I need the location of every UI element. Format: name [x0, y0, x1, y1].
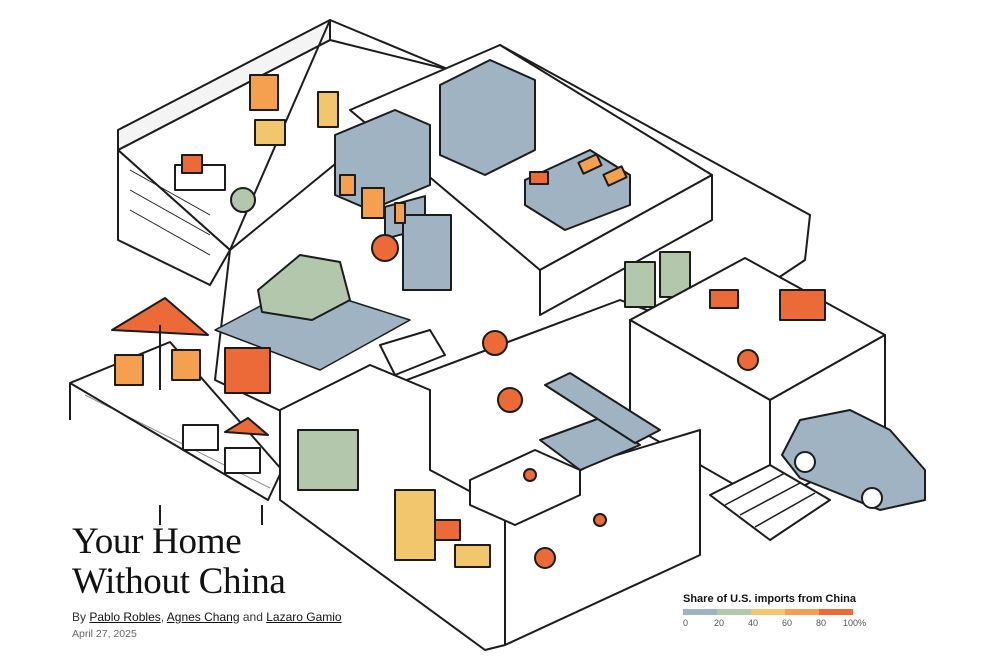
kitchen-island: [469, 449, 581, 526]
plant: [371, 234, 399, 262]
legend-swatch-20-40: [717, 609, 751, 615]
shelf-unit: [402, 214, 452, 291]
byline: By Pablo Robles, Agnes Chang and Lazaro …: [72, 610, 342, 624]
color-legend: Share of U.S. imports from China 0 20 40…: [683, 593, 867, 632]
sofa: [257, 254, 351, 321]
patio-chair-left: [114, 354, 144, 386]
microwave: [434, 519, 461, 541]
bedroom-wall: [539, 174, 713, 316]
byline-separator: ,: [160, 610, 165, 624]
stroller-wheel: [737, 349, 759, 371]
wardrobe-left: [334, 109, 431, 211]
hallway-rug: [544, 372, 661, 444]
legend-swatch-80-100: [819, 609, 853, 615]
byline-and: and: [242, 610, 263, 624]
legend-swatch-40-60: [751, 609, 785, 615]
patio-chair-right: [171, 349, 201, 381]
storage-shelves: [297, 429, 359, 491]
legend-tick: 0: [683, 618, 689, 628]
car: [781, 409, 926, 511]
office-chair: [230, 187, 256, 213]
sink-cabinet: [254, 119, 286, 146]
author-link-lazaro-gamio[interactable]: Lazaro Gamio: [266, 610, 342, 624]
headline: Your Home Without China: [72, 522, 286, 602]
stove: [454, 544, 491, 568]
pantry-cabinet: [394, 489, 436, 561]
grill: [224, 347, 271, 394]
byline-prefix: By: [72, 610, 87, 624]
tv-stand: [379, 329, 446, 376]
legend-tick: 100%: [843, 618, 867, 628]
bed: [524, 149, 631, 231]
legend-tick: 60: [782, 618, 793, 628]
legend-title: Share of U.S. imports from China: [683, 593, 856, 605]
washer: [624, 261, 656, 308]
wall-art: [249, 74, 279, 111]
monitor: [181, 154, 203, 174]
legend-tick: 80: [816, 618, 827, 628]
wardrobe: [439, 59, 536, 176]
cooler-2: [224, 447, 261, 474]
legend-tick: 20: [714, 618, 725, 628]
small-umbrella: [224, 417, 269, 436]
lower-wing-outline: [279, 364, 506, 651]
toilet: [317, 91, 339, 128]
legend-color-bar: [683, 609, 853, 615]
headline-line1: Your Home: [72, 521, 242, 562]
cooler: [182, 424, 219, 451]
storage-box: [779, 289, 826, 321]
legend-tick: 40: [748, 618, 759, 628]
toolbox: [709, 289, 739, 309]
author-link-agnes-chang[interactable]: Agnes Chang: [166, 610, 240, 624]
legend-ticks: 0 20 40 60 80 100%: [683, 618, 867, 632]
publish-date: April 27, 2025: [72, 628, 137, 640]
legend-swatch-0-20: [683, 609, 717, 615]
legend-swatch-60-80: [785, 609, 819, 615]
headline-line2: Without China: [72, 561, 286, 602]
author-link-pablo-robles[interactable]: Pablo Robles: [89, 610, 161, 624]
